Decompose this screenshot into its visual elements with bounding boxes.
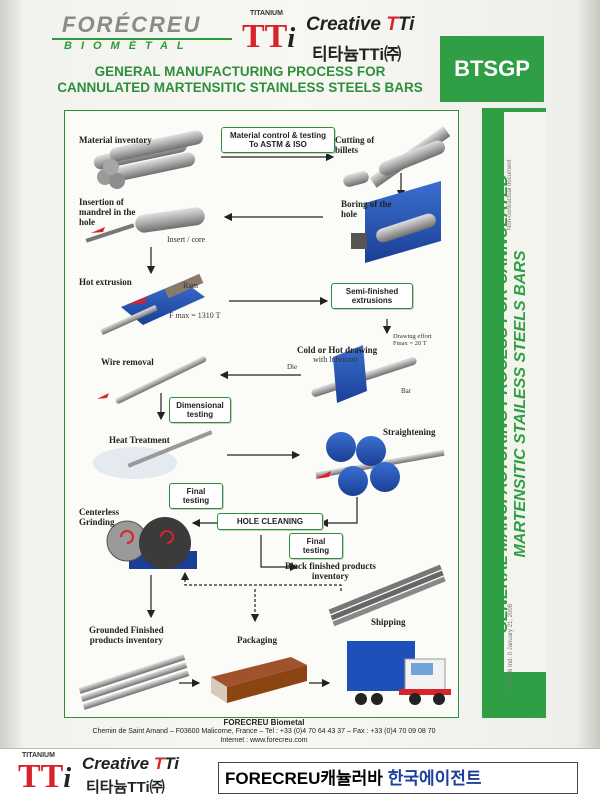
footer: FORECREU Biometal Chemin de Saint Amand …	[64, 718, 464, 745]
box-dimensional: Dimensional testing	[169, 397, 231, 423]
tti-logo-small: TITANIUM	[250, 10, 283, 17]
label-bar: Bar	[401, 387, 412, 395]
label-black-finished: Black finished products inventory	[285, 561, 376, 581]
bottom-creative-ti: Ti	[164, 754, 180, 773]
diagram-graphics	[78, 126, 451, 710]
hot-extrusion-image	[100, 273, 205, 335]
label-hot-extrusion: Hot extrusion	[79, 277, 132, 287]
logo-divider	[52, 38, 232, 40]
korean-company-name: 티타늄TTi㈜	[312, 45, 402, 64]
side-note: Non-contractual document	[507, 159, 513, 230]
grounded-inventory-image	[78, 654, 190, 710]
material-inventory-image	[93, 130, 204, 189]
bottom-creative-t: T	[153, 754, 165, 773]
label-packaging: Packaging	[237, 635, 278, 645]
bottom-tti-i: i	[63, 763, 72, 794]
bottom-tti-logo: TTi	[18, 758, 71, 796]
footer-company: FORECREU Biometal	[223, 718, 305, 727]
box-semi-finished: Semi-finished extrusions	[331, 283, 413, 309]
label-grounded: Grounded Finished products inventory	[89, 625, 164, 645]
creative-t: T	[386, 14, 398, 35]
label-insertion: Insertion of mandrel in the hole	[79, 197, 136, 227]
bottom-creative-word: Creative	[82, 754, 150, 773]
footer-internet: Internet : www.forecreu.com	[220, 737, 308, 744]
tti-i: i	[287, 23, 296, 54]
boring-image	[351, 181, 441, 263]
box-material-control: Material control & testing To ASTM & ISO	[221, 127, 335, 153]
side-band-inner	[504, 112, 546, 672]
black-inventory-image	[328, 564, 446, 627]
label-material-inventory: Material inventory	[79, 135, 152, 145]
footer-address: Chemin de Saint Amand – F03600 Malicorne…	[92, 728, 436, 735]
tti-logo: TTi	[242, 18, 295, 56]
arrow-straighten-to-clean	[319, 497, 358, 528]
label-wire-removal: Wire removal	[101, 357, 154, 367]
shipping-truck-image	[347, 641, 451, 705]
box-final-testing-1: Final testing	[169, 483, 223, 509]
bottom-tti-letters: TT	[18, 758, 64, 795]
creative-word: Creative	[306, 14, 381, 35]
label-heat-treatment: Heat Treatment	[109, 435, 170, 445]
forecreu-logo-sub: BIOMÉTAL	[64, 40, 193, 52]
creative-ti: Ti	[397, 14, 415, 35]
box-final-testing-2: Final testing	[289, 533, 343, 559]
creative-tti-logo: Creative TTi	[306, 14, 414, 36]
bottom-company-banner: FORECREU캐뉼러바 한국에이전트	[218, 762, 578, 794]
side-date: FIC 076 Ind. 0 January 21, 2008	[508, 603, 514, 690]
straightening-image	[315, 432, 445, 496]
forecreu-logo-name: FORÉCREU	[62, 12, 202, 37]
title-line-2: CANNULATED MARTENSITIC STAINLESS STEELS …	[57, 80, 423, 95]
drawing-image	[311, 345, 417, 403]
wire-removal-image	[97, 356, 207, 404]
page-title: GENERAL MANUFACTURING PROCESS FOR CANNUL…	[40, 64, 440, 96]
packaging-image	[211, 657, 307, 703]
cutting-image	[343, 126, 451, 188]
bottom-company-korean: 한국에이전트	[387, 769, 482, 788]
label-centerless: Centerless Grinding	[79, 507, 119, 527]
side-title-line-2: MARTENSITIC STAILESS STEELS BARS	[512, 250, 529, 558]
label-die: Die	[287, 363, 298, 371]
label-shipping: Shipping	[371, 617, 406, 627]
label-fmax-extrusion: F max = 1310 T	[169, 311, 221, 320]
process-diagram: Material inventory Material control & te…	[64, 110, 459, 718]
label-insert-core: Insert / core	[167, 235, 206, 244]
label-with-lubricant: with lubricant	[313, 355, 358, 364]
btsgp-badge: BTSGP	[440, 36, 544, 102]
tti-letters: TT	[242, 18, 288, 55]
bottom-creative-logo: Creative TTi	[82, 754, 179, 774]
label-cutting: Cutting of billets	[335, 135, 375, 155]
label-boring: Boring of the hole	[341, 199, 392, 219]
label-ram: Ram	[183, 281, 199, 290]
bottom-company-latin: FORECREU캐뉼러바	[225, 769, 383, 788]
label-cold-hot-drawing: Cold or Hot drawing	[297, 345, 378, 355]
bottom-korean-name: 티타늄TTi㈜	[86, 779, 165, 796]
label-straightening: Straightening	[383, 427, 436, 437]
bottom-tti-small: TITANIUM	[22, 752, 55, 759]
heat-treatment-image	[93, 430, 213, 479]
label-drawing-effort: Drawing effort Fmax = 20 T	[393, 333, 432, 347]
arrow-clean-to-black	[260, 535, 299, 572]
box-hole-cleaning: HOLE CLEANING	[217, 513, 323, 530]
title-line-1: GENERAL MANUFACTURING PROCESS FOR	[94, 64, 386, 79]
dotted-arrow-black-to-final	[180, 571, 342, 591]
centerless-grinding-image	[106, 517, 197, 569]
insertion-image	[85, 207, 205, 243]
